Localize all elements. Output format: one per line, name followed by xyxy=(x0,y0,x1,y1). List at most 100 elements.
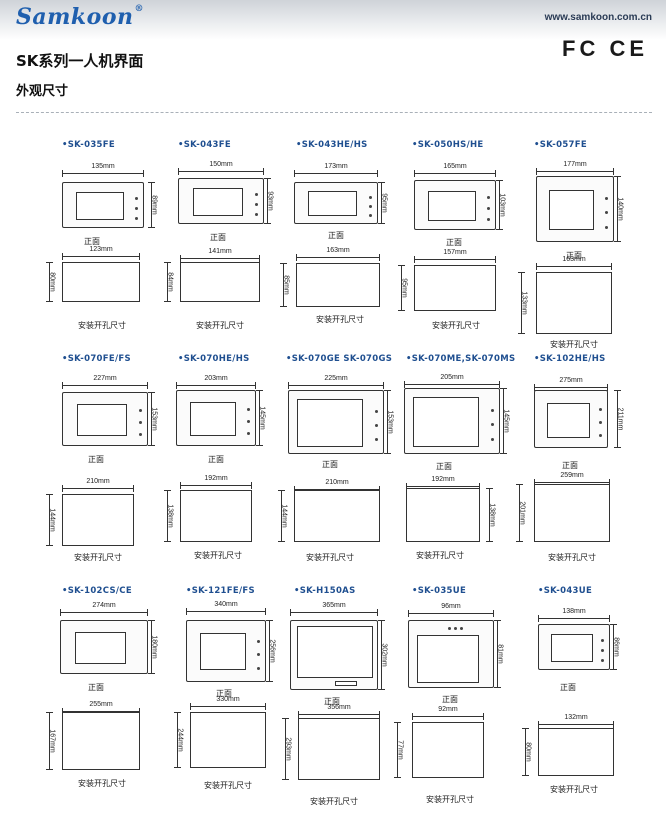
model-name: •SK-057FE xyxy=(534,140,587,150)
cutout-width-label: 210mm xyxy=(86,478,110,485)
header-band xyxy=(0,0,666,40)
front-panel-drawing xyxy=(288,390,384,454)
cutout-caption: 安装开孔尺寸 xyxy=(196,321,244,330)
cutout-height-dimension: 293mm xyxy=(282,718,294,780)
panel-key-icon xyxy=(247,420,250,424)
cutout-drawing xyxy=(534,484,610,542)
screen-area xyxy=(547,403,590,438)
panel-key-icon xyxy=(599,421,602,425)
front-height-dimension: 256mm xyxy=(266,620,278,682)
panel-key-icon xyxy=(135,206,138,210)
panel-key-icon xyxy=(453,627,457,630)
model-name: •SK-H150AS xyxy=(294,586,356,596)
cutout-caption: 安装开孔尺寸 xyxy=(310,797,358,806)
cutout-width-label: 259mm xyxy=(560,472,584,479)
cutout-drawing xyxy=(294,490,380,542)
cutout-width-label: 163mm xyxy=(562,256,586,263)
front-width-dimension: 135mm xyxy=(62,163,144,177)
cutout-caption: 安装开孔尺寸 xyxy=(416,551,464,560)
front-width-label: 135mm xyxy=(91,163,115,170)
front-height-dimension: 211mm xyxy=(614,390,626,448)
panel-key-icon xyxy=(491,423,494,427)
cutout-width-label: 132mm xyxy=(564,714,588,721)
cutout-width-label: 255mm xyxy=(89,701,113,708)
front-height-dimension: 153mm xyxy=(384,390,396,454)
cutout-width-dimension: 132mm xyxy=(538,714,614,728)
cutout-height-dimension: 138mm xyxy=(486,488,498,542)
model-name: •SK-121FE/FS xyxy=(186,586,255,596)
panel-key-icon xyxy=(601,638,604,642)
front-panel-drawing xyxy=(538,624,610,670)
cutout-height-dimension: 201mm xyxy=(516,484,528,542)
front-panel-drawing xyxy=(62,392,148,446)
cutout-height-dimension: 167mm xyxy=(46,712,58,770)
screen-area xyxy=(200,633,246,670)
front-view-caption: 正面 xyxy=(442,695,458,704)
front-panel-drawing xyxy=(60,620,148,674)
front-height-label: 86mm xyxy=(612,637,620,657)
cutout-height-dimension: 133mm xyxy=(518,272,530,334)
panel-status-strip-icon xyxy=(335,681,357,686)
front-width-label: 138mm xyxy=(562,608,586,615)
cutout-height-dimension: 85mm xyxy=(280,263,292,307)
panel-key-icon xyxy=(605,211,608,215)
screen-area xyxy=(193,188,243,216)
cutout-height-label: 293mm xyxy=(284,737,292,761)
screen-area xyxy=(428,191,476,221)
front-height-label: 81mm xyxy=(496,644,504,664)
cutout-width-label: 356mm xyxy=(327,704,351,711)
website-link[interactable]: www.samkoon.com.cn xyxy=(544,12,652,23)
front-height-dimension: 103mm xyxy=(496,180,508,230)
cutout-width-label: 141mm xyxy=(208,248,232,255)
cutout-caption: 安装开孔尺寸 xyxy=(432,321,480,330)
front-height-dimension: 89mm xyxy=(148,182,160,228)
screen-area xyxy=(549,190,594,230)
front-width-dimension: 177mm xyxy=(536,161,614,175)
cutout-width-dimension: 356mm xyxy=(298,704,380,718)
cutout-drawing xyxy=(536,272,612,334)
screen-area xyxy=(297,626,373,678)
screen-area xyxy=(75,632,126,664)
panel-key-icon xyxy=(139,409,142,413)
cutout-height-dimension: 144mm xyxy=(46,494,58,546)
cutout-caption: 安装开孔尺寸 xyxy=(306,553,354,562)
cutout-height-dimension: 244mm xyxy=(174,712,186,768)
screen-area xyxy=(297,399,363,447)
panel-key-icon xyxy=(135,217,138,221)
model-name: •SK-070FE/FS xyxy=(62,354,131,364)
panel-key-icon xyxy=(491,408,494,412)
front-view-caption: 正面 xyxy=(216,689,232,698)
cutout-height-label: 138mm xyxy=(488,503,496,527)
cutout-height-label: 201mm xyxy=(518,501,526,525)
front-height-dimension: 180mm xyxy=(148,620,160,674)
front-width-label: 205mm xyxy=(440,374,464,381)
cutout-width-label: 210mm xyxy=(325,479,349,486)
cutout-height-dimension: 84mm xyxy=(164,262,176,302)
front-width-label: 203mm xyxy=(204,375,228,382)
panel-key-icon xyxy=(375,410,378,414)
front-view-caption: 正面 xyxy=(324,697,340,706)
front-view-caption: 正面 xyxy=(88,455,104,464)
panel-key-icon xyxy=(459,627,463,630)
front-width-label: 227mm xyxy=(93,375,117,382)
front-view-caption: 正面 xyxy=(560,683,576,692)
front-height-label: 145mm xyxy=(502,409,510,433)
cutout-drawing xyxy=(62,494,134,546)
front-width-label: 340mm xyxy=(214,601,238,608)
front-panel-drawing xyxy=(534,390,608,448)
cutout-height-label: 77mm xyxy=(396,740,404,760)
cutout-caption: 安装开孔尺寸 xyxy=(78,779,126,788)
model-name: •SK-070GE SK-070GS xyxy=(286,354,393,364)
front-height-dimension: 93mm xyxy=(264,178,276,224)
model-name: •SK-035FE xyxy=(62,140,115,150)
panel-key-icon xyxy=(605,196,608,200)
front-width-dimension: 150mm xyxy=(178,161,264,175)
panel-key-icon xyxy=(487,207,490,210)
front-view-caption: 正面 xyxy=(210,233,226,242)
panel-key-icon xyxy=(247,432,250,436)
fc-ce-certification-icon: FC CE xyxy=(562,36,648,61)
cutout-width-label: 192mm xyxy=(204,475,228,482)
front-panel-drawing xyxy=(404,388,500,454)
screen-area xyxy=(308,191,357,216)
page-title: SK系列一人机界面 xyxy=(16,52,144,70)
